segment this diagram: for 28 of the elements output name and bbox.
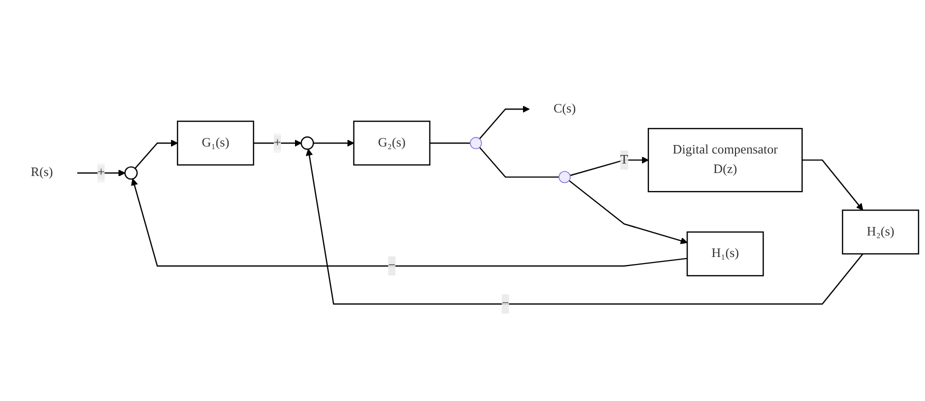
edge-label: + [97,166,105,180]
node-box [176,120,254,166]
node-box [842,210,920,254]
arrow [134,140,178,169]
node-text: C(s) [554,102,576,116]
node-text: R(s) [30,166,53,180]
arrow [479,106,530,140]
arrow [802,159,864,211]
node-box [686,231,764,276]
arrow [570,156,649,176]
node-circle [300,136,314,150]
node-box [353,120,430,166]
arrow [306,148,864,305]
arrow [568,180,688,244]
arrow [131,178,688,267]
arrow [77,169,126,177]
arrow [313,140,354,147]
edge-label: − [502,296,510,310]
node-circle [124,166,138,180]
edge-label: T [620,152,628,167]
connector [479,146,559,178]
node-dot [558,171,571,184]
edge-label: − [388,258,396,272]
node-box [648,128,803,192]
arrow [254,140,302,147]
node-dot [470,137,482,150]
connector [430,142,470,144]
edge-label: + [274,136,282,150]
